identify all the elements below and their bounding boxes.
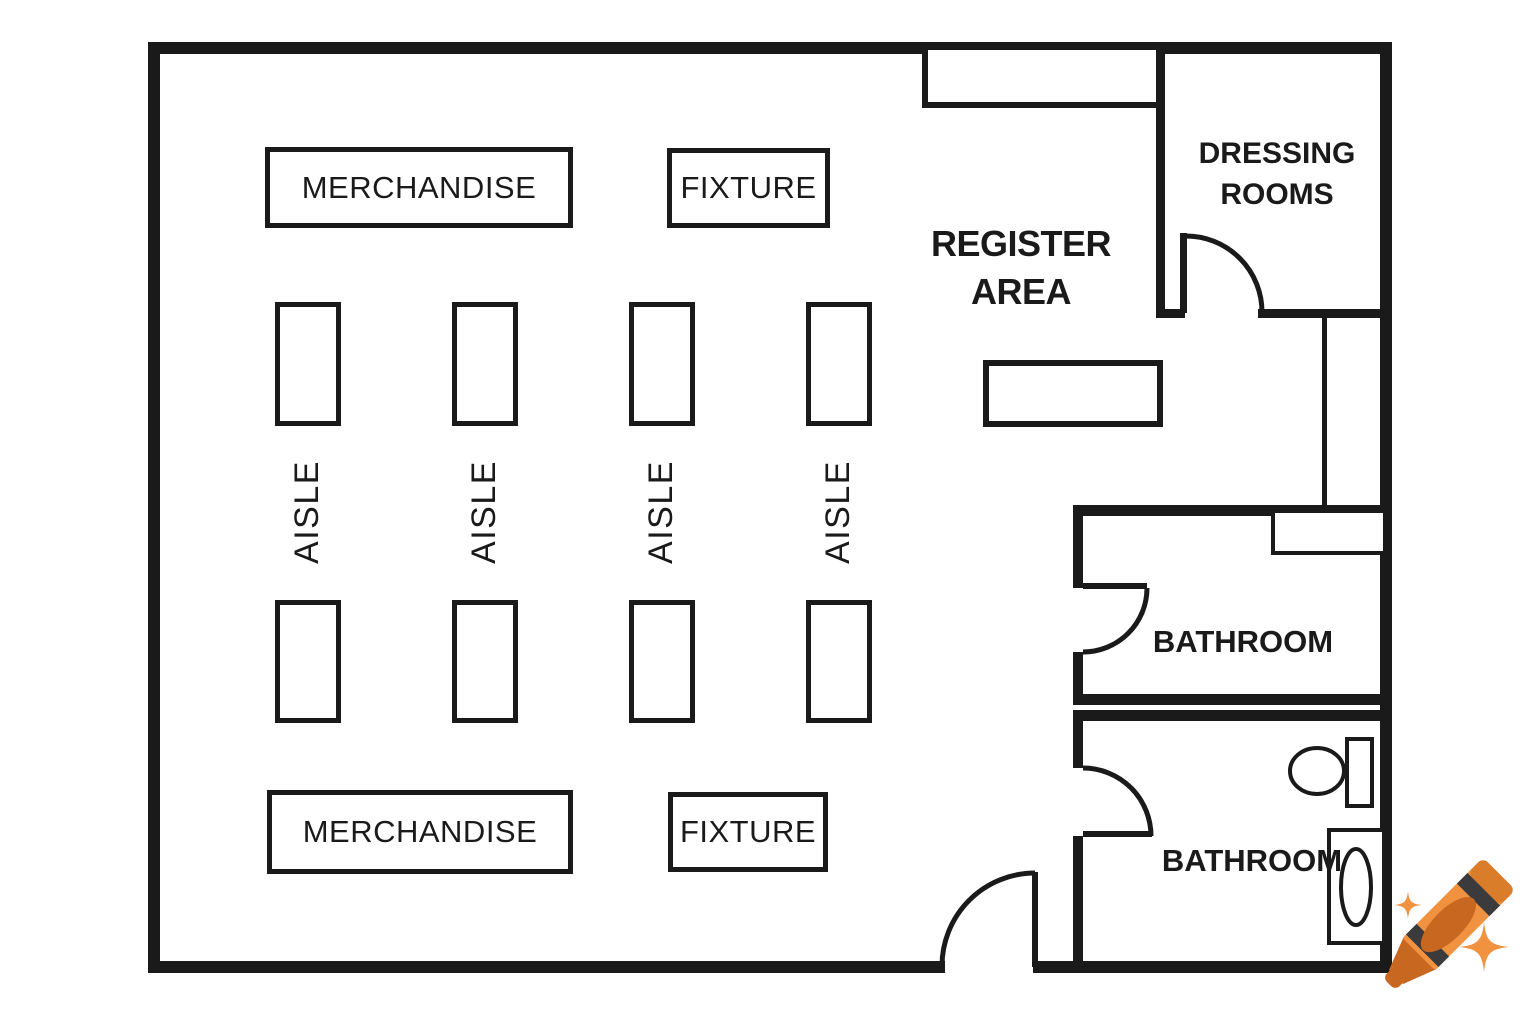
crayon-icon: [1385, 860, 1513, 988]
bathroom-upper-closet: [1271, 509, 1387, 555]
bathroom-upper-left-wall-a: [1073, 505, 1083, 588]
register-counter-mid: [983, 360, 1163, 427]
dressing-door-leaf: [1180, 233, 1187, 313]
register-area-label: REGISTER AREA: [871, 220, 1171, 316]
aisle-shelf-rect: [806, 600, 872, 723]
bathroom-upper-left-wall-b: [1073, 652, 1083, 698]
register-counter-top: [922, 44, 1162, 108]
crayon-end-cap: [1470, 860, 1513, 903]
sparkle-icon-large: [1459, 922, 1509, 972]
bathroom-lower-door-leaf: [1083, 831, 1152, 837]
walls: [148, 42, 1392, 973]
register-dressing-divider-wall: [1156, 54, 1165, 318]
crayon-label-oval: [1420, 897, 1476, 953]
crayon-stripe-back: [1456, 872, 1501, 917]
bathroom-lower-label: BATHROOM: [1161, 843, 1343, 878]
register-counters: [922, 44, 1163, 427]
aisle-shelf-rect: [452, 302, 518, 426]
bathroom-fixtures: [1271, 509, 1387, 945]
bathroom-upper-bottom-wall: [1073, 694, 1392, 705]
dressing-door-arc: [1185, 233, 1265, 313]
aisle-shelf-rect: [275, 302, 341, 426]
merchandise-zone-top: MERCHANDISE: [265, 147, 573, 228]
outer-wall-left: [148, 42, 160, 973]
fixture-zone-bottom: FIXTURE: [668, 792, 828, 872]
dressing-bottom-wall-stub: [1156, 309, 1185, 318]
aisle-shelf-rect: [806, 302, 872, 426]
aisle-label-4: AISLE: [818, 460, 857, 564]
aisle-shelf-rect: [275, 600, 341, 723]
register-area-label-line1: REGISTER: [930, 223, 1112, 264]
merchandise-zone-bottom: MERCHANDISE: [267, 790, 573, 874]
bathroom-lower-top-wall: [1073, 710, 1392, 721]
bathroom-lower-door-arc: [1082, 765, 1154, 837]
aisle-label-1: AISLE: [287, 460, 326, 564]
bathroom-upper-door-leaf: [1083, 583, 1147, 589]
door-arcs: [939, 233, 1265, 967]
outer-wall-bottom-right: [1033, 961, 1392, 973]
aisle-shelf-rect: [452, 600, 518, 723]
corridor-wall: [1322, 318, 1327, 509]
outer-wall-bottom-left: [148, 961, 945, 973]
aisle-shelf-rect: [629, 302, 695, 426]
entrance-door-leaf: [1032, 872, 1038, 967]
aisle-label-3: AISLE: [641, 460, 680, 564]
bathroom-lower-left-wall-a: [1073, 721, 1083, 768]
toilet-bowl: [1288, 746, 1346, 796]
dressing-rooms-label-line1: DRESSING: [1198, 137, 1356, 170]
dressing-rooms-label-line2: ROOMS: [1220, 178, 1334, 211]
sink-basin: [1339, 847, 1373, 927]
entrance-door-arc: [939, 870, 1036, 967]
sparkle-icon-small: [1394, 891, 1422, 919]
toilet-tank: [1345, 737, 1374, 808]
outer-wall-top: [148, 42, 1392, 54]
aisle-label-2: AISLE: [464, 460, 503, 564]
bathroom-upper-label: BATHROOM: [1152, 624, 1334, 659]
register-area-label-line2: AREA: [970, 271, 1072, 312]
bathroom-lower-left-wall-b: [1073, 836, 1083, 963]
aisle-shelf-rect: [629, 600, 695, 723]
bathroom-upper-door-arc: [1082, 587, 1150, 655]
fixture-zone-top: FIXTURE: [667, 148, 830, 228]
dressing-rooms-label: DRESSING ROOMS: [1147, 133, 1407, 215]
bathroom-upper-top-wall: [1073, 505, 1392, 516]
dressing-bottom-wall: [1258, 309, 1392, 318]
crayon-tip-cone: [1389, 936, 1437, 984]
